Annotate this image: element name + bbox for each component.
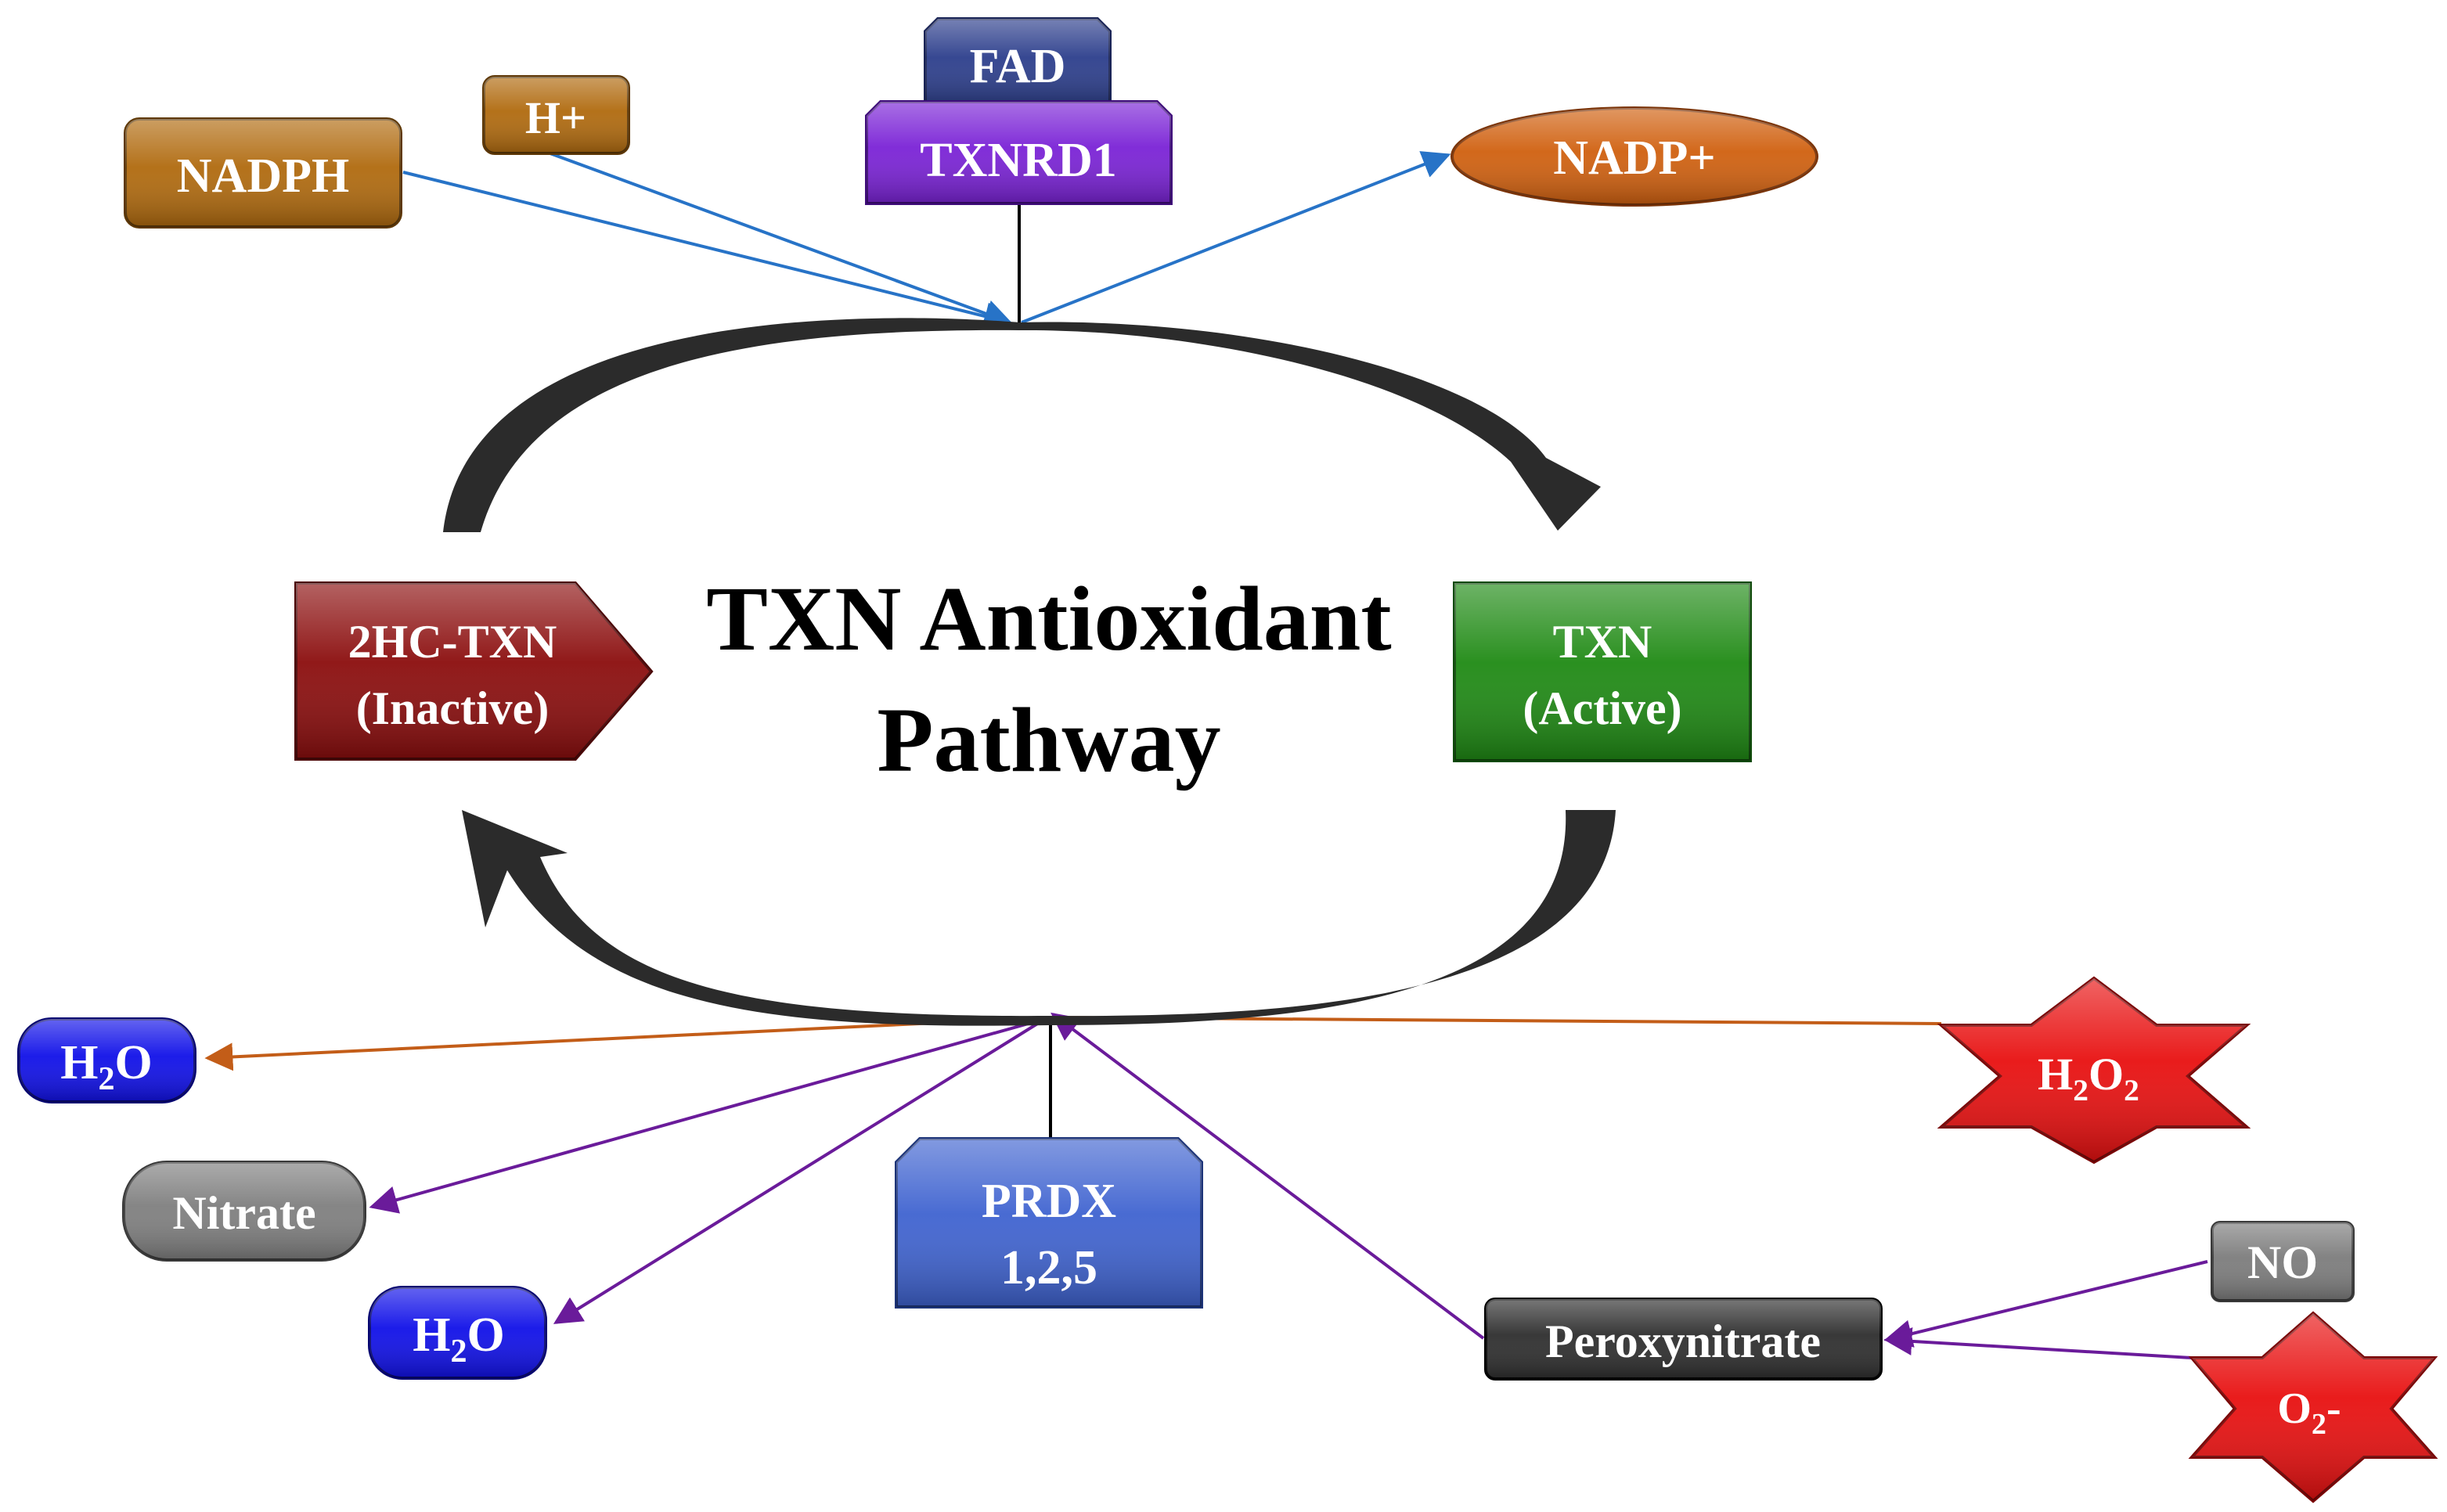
arrow-superoxide-to-peroxynitrate	[1883, 1327, 2193, 1359]
nadp-plus-node: NADP+	[1451, 106, 1818, 207]
water-bottom-label: H2O	[413, 1309, 505, 1370]
nitrate-node: Nitrate	[122, 1161, 366, 1262]
cycle-arrow-top	[443, 318, 1601, 532]
nitrate-label: Nitrate	[172, 1187, 315, 1239]
inactive-label-line-2: (Inactive)	[356, 682, 550, 734]
arrow-peroxynitrate-to-reaction	[1051, 1012, 1485, 1340]
water-bottom-node: H2O	[368, 1286, 547, 1380]
peroxynitrate-node: Peroxynitrate	[1484, 1298, 1883, 1381]
inactive-label-line-1: 2HC-TXN	[348, 616, 557, 668]
h-plus-label: H+	[525, 92, 586, 143]
diagram-title: TXN Antioxidant Pathway	[706, 567, 1391, 791]
water-top-label: H2O	[60, 1036, 153, 1097]
water-top-node: H2O	[17, 1017, 196, 1103]
prdx-label-line-2: 1,2,5	[1000, 1241, 1097, 1294]
active-txn-node: TXN (Active)	[1453, 581, 1752, 762]
active-label-line-2: (Active)	[1523, 682, 1681, 734]
title-line-2: Pathway	[877, 689, 1220, 791]
arrow-reaction-to-nitrate	[369, 1017, 1046, 1214]
cycle-arrow-bottom	[462, 810, 1616, 1026]
h-plus-node: H+	[482, 75, 630, 155]
nitric-oxide-node: NO	[2211, 1221, 2355, 1302]
nadp-plus-label: NADP+	[1553, 131, 1716, 185]
hydrogen-peroxide-label: H2O2	[2038, 1049, 2139, 1107]
superoxide-node: O2-	[2188, 1311, 2438, 1503]
nadph-node: NADPH	[124, 117, 402, 229]
title-line-1: TXN Antioxidant	[706, 567, 1391, 670]
active-label-line-1: TXN	[1553, 616, 1652, 668]
inactive-txn-node: 2HC-TXN (Inactive)	[294, 581, 654, 761]
arrow-no-to-peroxynitrate	[1883, 1260, 2208, 1348]
txnrd1-node: TXNRD1	[865, 100, 1173, 205]
nadph-label: NADPH	[177, 149, 349, 203]
fad-node: FAD	[924, 17, 1112, 106]
superoxide-label: O2-	[2277, 1384, 2341, 1441]
arrow-reaction-to-water-bottom	[553, 1017, 1047, 1324]
hydrogen-peroxide-node: H2O2	[1937, 976, 2251, 1165]
arrow-hplus-to-reaction	[547, 151, 1013, 327]
prdx-label-line-1: PRDX	[982, 1175, 1116, 1228]
peroxynitrate-label: Peroxynitrate	[1545, 1316, 1821, 1367]
nitric-oxide-label: NO	[2247, 1237, 2318, 1288]
prdx-node: PRDX 1,2,5	[895, 1137, 1203, 1309]
txnrd1-label: TXNRD1	[920, 134, 1116, 187]
arrow-nadph-to-reaction	[402, 171, 1013, 330]
arrow-reaction-to-nadp	[1021, 151, 1451, 324]
fad-label: FAD	[970, 40, 1066, 93]
